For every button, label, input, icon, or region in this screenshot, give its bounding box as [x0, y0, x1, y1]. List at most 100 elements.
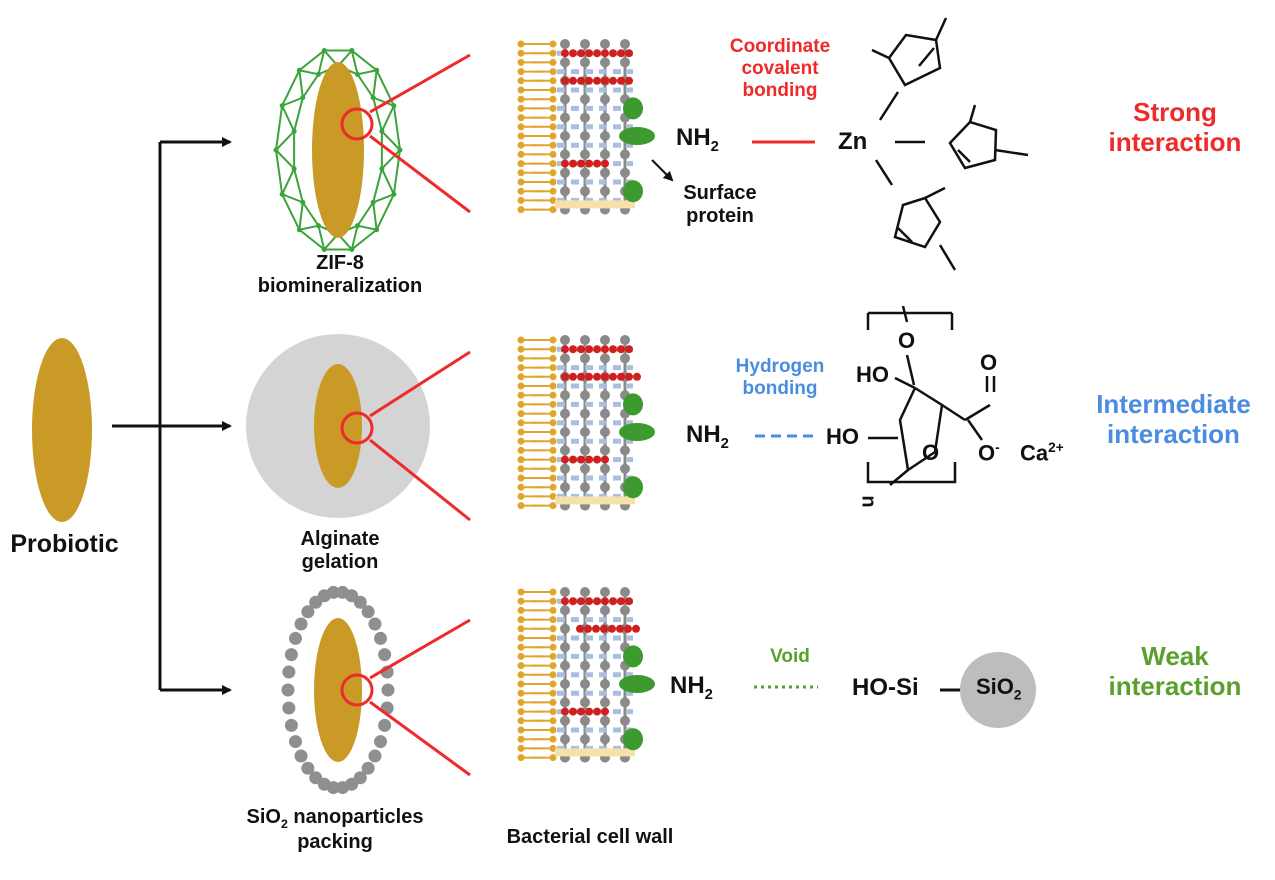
alginate-o-carbonyl: O	[980, 350, 998, 375]
surface-protein	[623, 180, 643, 203]
teichoic-bead	[617, 49, 625, 58]
teichoic-bead	[617, 372, 625, 381]
teichoic-bead	[585, 49, 593, 58]
peptidoglycan-node	[580, 660, 590, 671]
peptidoglycan-node	[560, 642, 570, 653]
lipid-head	[549, 132, 557, 140]
teichoic-bead	[561, 345, 569, 354]
lipid-head	[517, 652, 525, 660]
peptidoglycan-node	[580, 482, 590, 493]
peptidoglycan-node	[580, 463, 590, 474]
peptidoglycan-node	[560, 734, 570, 745]
lipid-head	[517, 671, 525, 679]
lipid-head	[517, 428, 525, 436]
silica-bead	[353, 595, 367, 609]
teichoic-bead	[625, 372, 633, 381]
alginate-ho-lower: HO	[826, 424, 859, 449]
zif8-node	[355, 223, 361, 229]
lipid-head	[517, 160, 525, 168]
lipid-head	[517, 86, 525, 94]
lipid-head	[517, 597, 525, 605]
peptidoglycan-node	[600, 167, 610, 178]
peptidoglycan-node	[560, 186, 570, 197]
peptidoglycan-node	[600, 408, 610, 419]
zif8-strut	[381, 130, 401, 151]
zif8-node	[349, 246, 355, 252]
lipid-head	[549, 40, 557, 48]
zif8-node	[315, 71, 321, 77]
weak-interaction-line2: interaction	[1108, 670, 1242, 701]
alginate-method-line2: gelation	[301, 551, 379, 573]
peptidoglycan-node	[580, 57, 590, 68]
teichoic-bead	[601, 455, 609, 464]
cell-wall-panel-1	[517, 39, 655, 215]
silica-bead	[294, 749, 308, 763]
lipid-head	[549, 698, 557, 706]
silica-bead	[361, 605, 375, 619]
silica-method-rest: nanoparticles	[287, 806, 424, 828]
lipid-head	[517, 708, 525, 716]
lipid-head	[549, 625, 557, 633]
zif8-node	[296, 227, 302, 233]
lipid-head	[549, 68, 557, 76]
lipid-head	[549, 502, 557, 510]
teichoic-bead	[617, 76, 625, 85]
peptidoglycan-node	[600, 642, 610, 653]
zif8-node	[370, 199, 376, 205]
hydrogen-bond-label: Hydrogen bonding	[710, 356, 850, 400]
lipid-head	[517, 169, 525, 177]
zif8-node	[391, 191, 397, 197]
peptidoglycan-node	[620, 587, 630, 597]
peptidoglycan-node	[560, 167, 570, 178]
zif8-strut	[351, 49, 378, 72]
lipid-head	[549, 689, 557, 697]
teichoic-bead	[585, 76, 593, 85]
teichoic-bead	[617, 597, 625, 606]
lipid-head	[549, 196, 557, 204]
lipid-head	[517, 616, 525, 624]
surface-protein	[623, 393, 643, 416]
teichoic-bead	[601, 707, 609, 716]
peptidoglycan-node	[560, 715, 570, 726]
lipid-head	[517, 68, 525, 76]
zif8-strut	[281, 96, 304, 107]
peptidoglycan-node	[560, 427, 570, 437]
lipid-head	[517, 483, 525, 491]
lipid-head	[517, 662, 525, 670]
lipid-head	[517, 437, 525, 445]
peptidoglycan-node	[620, 605, 630, 616]
silica-bead	[368, 749, 382, 763]
branch-arrows	[112, 137, 232, 695]
lipid-head	[549, 597, 557, 605]
silica-bead	[326, 585, 340, 599]
nh2-sub-3: 2	[704, 686, 713, 703]
lipid-head	[517, 419, 525, 427]
peptidoglycan-node	[600, 353, 610, 364]
peptidoglycan-node	[620, 167, 630, 178]
peptidoglycan-node	[620, 335, 630, 345]
peptidoglycan-node	[580, 131, 590, 141]
nh2-sub-2: 2	[720, 435, 729, 452]
alginate-ho-upper: HO	[856, 362, 889, 387]
lipid-head	[517, 744, 525, 752]
lipid-head	[517, 187, 525, 195]
lipid-head	[549, 616, 557, 624]
peptidoglycan-node	[580, 679, 590, 689]
teichoic-bead	[577, 597, 585, 606]
lipid-head	[549, 754, 557, 762]
silica-bead	[309, 771, 323, 785]
strong-interaction-line2: interaction	[1108, 126, 1242, 157]
lipid-head	[549, 671, 557, 679]
zif8-strut	[372, 193, 395, 204]
zif8-strut	[301, 201, 320, 227]
teichoic-bead	[609, 76, 617, 85]
strong-interaction-label: Strong interaction	[1075, 97, 1275, 158]
lipid-head	[517, 382, 525, 390]
teichoic-bead	[577, 372, 585, 381]
peptidoglycan-node	[600, 587, 610, 597]
teichoic-bead	[561, 49, 569, 58]
silica-bead	[301, 761, 315, 775]
lipid-head	[517, 49, 525, 57]
peptidoglycan-node	[580, 167, 590, 178]
cell-wall-panel-3	[517, 587, 655, 763]
